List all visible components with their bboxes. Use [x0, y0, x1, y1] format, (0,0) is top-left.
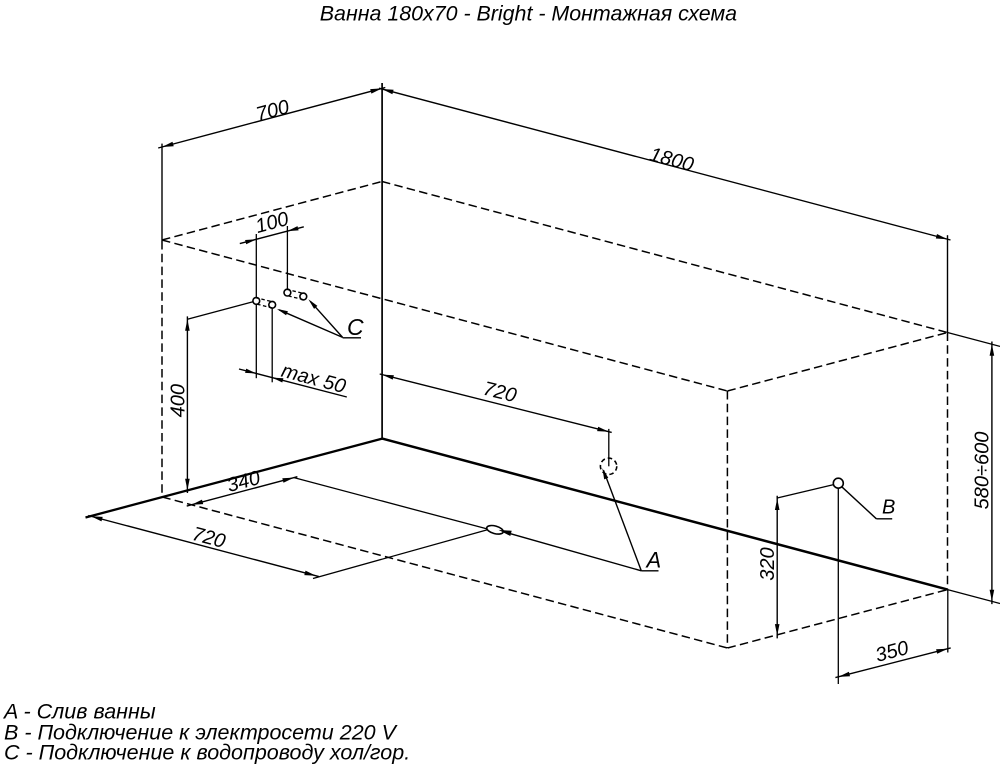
svg-text:720: 720 — [481, 378, 519, 407]
svg-text:400: 400 — [167, 384, 189, 417]
svg-text:320: 320 — [757, 547, 779, 580]
svg-text:B - Подключение к электросети: B - Подключение к электросети 220 V — [4, 720, 399, 744]
svg-text:580÷600: 580÷600 — [972, 432, 994, 510]
svg-text:1800: 1800 — [647, 144, 696, 177]
svg-text:max 50: max 50 — [279, 360, 348, 398]
svg-text:350: 350 — [873, 637, 911, 667]
svg-text:C - Подключение к водопроводу: C - Подключение к водопроводу хол/гор. — [4, 740, 410, 764]
svg-text:720: 720 — [190, 523, 228, 553]
svg-text:700: 700 — [254, 96, 292, 126]
svg-text:340: 340 — [225, 467, 263, 497]
svg-text:A: A — [645, 548, 662, 573]
svg-text:Ванна 180х70 - Bright - Монтаж: Ванна 180х70 - Bright - Монтажная схема — [320, 1, 737, 25]
svg-text:100: 100 — [253, 208, 291, 238]
svg-text:A - Слив ванны: A - Слив ванны — [2, 699, 156, 723]
svg-text:C: C — [347, 314, 364, 340]
svg-text:B: B — [882, 497, 895, 519]
